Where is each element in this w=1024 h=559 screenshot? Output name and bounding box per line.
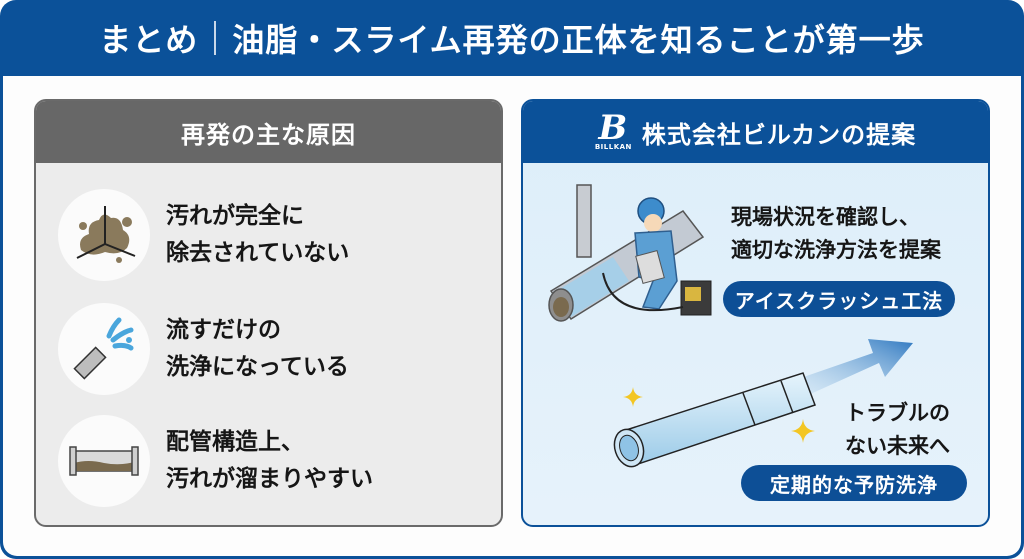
pipe-sediment-icon xyxy=(58,415,150,507)
cause-item: 流すだけの 洗浄になっている xyxy=(58,303,349,395)
step1-line-1: 現場状況を確認し、 xyxy=(731,205,920,229)
cause-line-2: 汚れが溜まりやすい xyxy=(166,466,373,492)
sparkle-icon xyxy=(623,387,643,407)
proposal-panel: B BILLKAN 株式会社ビルカンの提案 現場状況を確認し、 適切な洗浄方法を… xyxy=(521,99,990,527)
step1-line-2: 適切な洗浄方法を提案 xyxy=(731,238,941,262)
cause-item: 配管構造上、 汚れが溜まりやすい xyxy=(58,415,373,507)
billkan-logo: B BILLKAN xyxy=(594,108,632,151)
ice-crush-method-badge: アイスクラッシュ工法 xyxy=(723,281,955,317)
summary-label: まとめ xyxy=(99,21,199,59)
preventive-cleaning-badge: 定期的な予防洗浄 xyxy=(741,465,967,501)
causes-panel-title: 再発の主な原因 xyxy=(36,101,501,163)
cause-line-1: 流すだけの xyxy=(166,317,281,343)
cause-line-2: 洗浄になっている xyxy=(166,354,349,380)
logo-mark: B xyxy=(598,108,629,148)
proposal-panel-title: 株式会社ビルカンの提案 xyxy=(641,120,917,149)
title-bar: まとめ 油脂・スライム再発の正体を知ることが第一歩 xyxy=(0,0,1024,76)
worker-inspection-illustration xyxy=(548,184,712,322)
step2-line-1: トラブルの xyxy=(845,401,950,425)
dirt-corner-icon xyxy=(58,189,150,281)
step2-line-2: ない未来へ xyxy=(845,434,950,458)
sparkle-icon xyxy=(791,419,815,443)
causes-panel: 再発の主な原因 汚れが完全に 除去されていない xyxy=(34,99,503,527)
page-title: 油脂・スライム再発の正体を知ることが第一歩 xyxy=(232,21,925,59)
step2-text: トラブルの ない未来へ xyxy=(845,397,950,463)
clean-pipe-arrow-illustration xyxy=(613,339,913,468)
title-divider xyxy=(214,21,217,55)
hose-spray-icon xyxy=(58,303,150,395)
cause-line-1: 汚れが完全に xyxy=(166,203,304,229)
cause-item: 汚れが完全に 除去されていない xyxy=(58,189,349,281)
step1-text: 現場状況を確認し、 適切な洗浄方法を提案 xyxy=(731,201,941,267)
cause-line-1: 配管構造上、 xyxy=(166,429,304,455)
logo-text: BILLKAN xyxy=(594,143,632,151)
cause-line-2: 除去されていない xyxy=(166,240,350,266)
proposal-panel-header: B BILLKAN 株式会社ビルカンの提案 xyxy=(523,101,988,163)
